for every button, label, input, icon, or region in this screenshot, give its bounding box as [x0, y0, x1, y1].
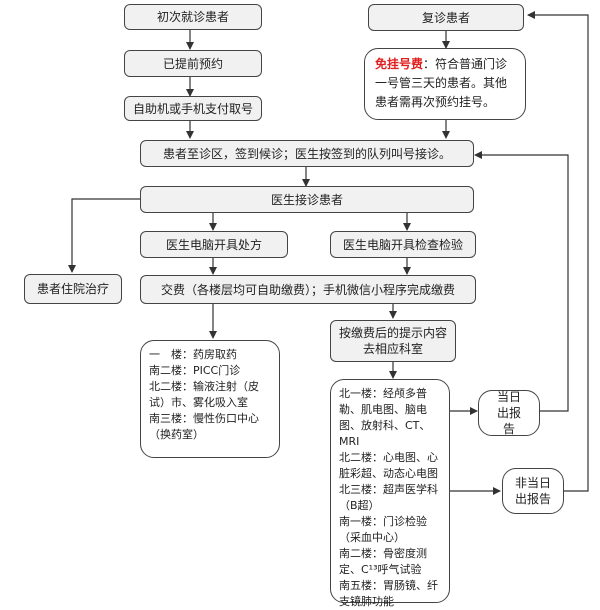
exam-list-item: 北三楼：超声医学科（B超）	[339, 483, 438, 512]
exam-list-item: 南五楼：胃肠镜、纤支镜肺功能	[339, 579, 438, 608]
pharmacy-list-item: 北二楼：输液注射（皮试）市、雾化吸入室	[149, 380, 259, 409]
exam-list-item: 南二楼：骨密度测定、C¹³呼气试验	[339, 547, 427, 576]
payment-box: 交费（各楼层均可自助缴费）；手机微信小程序完成缴费	[140, 275, 476, 304]
pharmacy-list-item: 南二楼：PICC门诊	[149, 364, 241, 377]
return-visit-box: 复诊患者	[368, 4, 524, 31]
exam-order-box: 医生电脑开具检查检验	[330, 231, 476, 258]
not-same-day-report-box: 非当日出报告	[502, 468, 564, 514]
follow-prompt-box: 按缴费后的提示内容去相应科室	[330, 320, 456, 362]
follow-prompt-label: 按缴费后的提示内容去相应科室	[338, 326, 447, 356]
preregistered-box: 已提前预约	[124, 50, 262, 77]
not-same-day-report-label: 非当日出报告	[514, 476, 551, 506]
free-registration-note: 免挂号费：符合普通门诊一号管三天的患者。其他患者需再次预约挂号。	[364, 48, 526, 120]
doctor-receives-label: 医生接诊患者	[270, 192, 343, 207]
prescription-box: 医生电脑开具处方	[140, 231, 288, 258]
arrow-notsameday-to-return	[527, 11, 589, 492]
first-visit-box: 初次就诊患者	[124, 4, 262, 30]
exam-departments-box: 北一楼：经颅多普勒、肌电图、脑电图、放射科、CT、MRI 北二楼：心电图、心脏彩…	[330, 379, 450, 608]
doctor-receives-box: 医生接诊患者	[140, 186, 474, 213]
free-registration-highlight: 免挂号费	[375, 57, 424, 71]
waiting-area-box: 患者至诊区，签到候诊；医生按签到的队列叫号接诊。	[140, 140, 474, 167]
waiting-area-label: 患者至诊区，签到候诊；医生按签到的队列叫号接诊。	[162, 146, 451, 161]
return-visit-label: 复诊患者	[421, 10, 470, 25]
pharmacy-list-item: 南三楼：慢性伤口中心（换药室）	[149, 412, 259, 441]
self-service-box: 自助机或手机支付取号	[124, 96, 262, 121]
arrow-doctor-to-hospital	[68, 198, 140, 273]
arrow-sameday-to-wait	[474, 151, 569, 412]
self-service-label: 自助机或手机支付取号	[132, 101, 253, 116]
pharmacy-list-item: 一 楼：药房取药	[149, 348, 237, 361]
first-visit-label: 初次就诊患者	[156, 10, 229, 24]
pharmacy-list-box: 一 楼：药房取药 南二楼：PICC门诊 北二楼：输液注射（皮试）市、雾化吸入室 …	[140, 340, 280, 458]
same-day-report-label: 当日出报告	[496, 390, 521, 436]
preregistered-label: 已提前预约	[162, 56, 223, 71]
hospitalized-box: 患者住院治疗	[24, 274, 122, 304]
exam-list-item: 北一楼：经颅多普勒、肌电图、脑电图、放射科、CT、MRI	[339, 387, 431, 448]
same-day-report-box: 当日出报告	[478, 390, 540, 436]
exam-order-label: 医生电脑开具检查检验	[342, 237, 463, 252]
hospitalized-label: 患者住院治疗	[36, 282, 109, 296]
exam-list-item: 南一楼：门诊检验（采血中心）	[339, 515, 427, 544]
prescription-label: 医生电脑开具处方	[165, 237, 262, 252]
payment-label: 交费（各楼层均可自助缴费）；手机微信小程序完成缴费	[160, 282, 455, 297]
free-registration-text: ：符合普通门诊一号管三天的患者。其他患者需再次预约挂号。	[375, 57, 508, 109]
exam-list-item: 北二楼：心电图、心脏彩超、动态心电图	[339, 451, 438, 480]
